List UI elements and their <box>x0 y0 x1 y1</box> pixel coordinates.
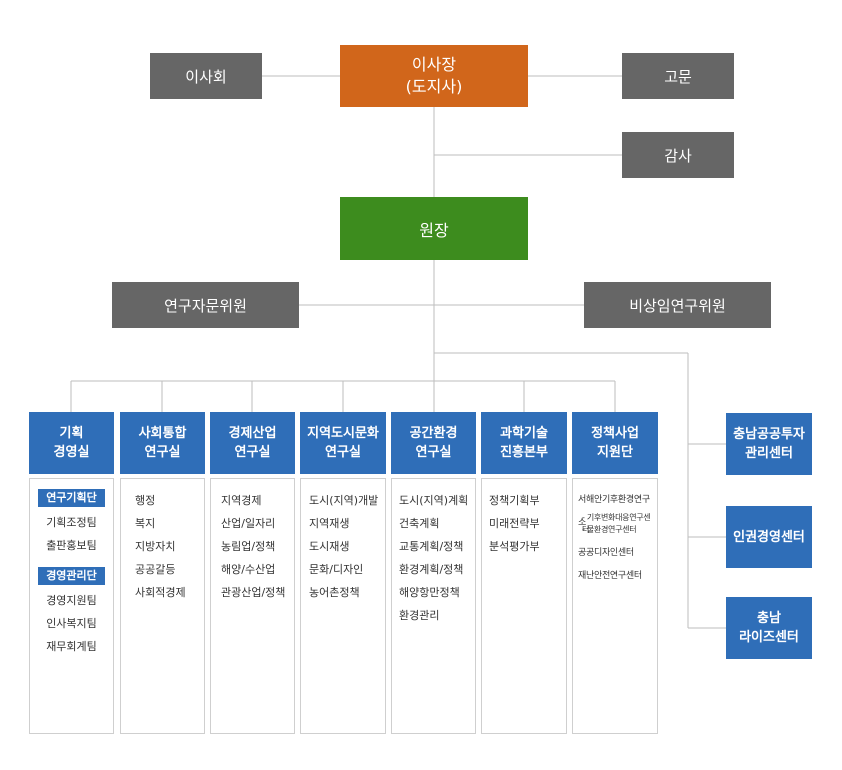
group-header: 연구기획단 <box>38 489 105 507</box>
division-social-box: 사회통합 연구실 <box>120 412 205 474</box>
division-policy-support-box: 정책사업 지원단 <box>572 412 658 474</box>
division-science-panel: 정책기획부 미래전략부 분석평가부 <box>481 478 567 734</box>
division-name-line1: 사회통합 <box>138 426 187 441</box>
topic-item: 공공갈등 <box>135 563 176 576</box>
research-advisory-box: 연구자문위원 <box>112 282 299 328</box>
audit-label: 감사 <box>664 146 692 165</box>
topic-item: 해양항만정책 <box>399 586 460 599</box>
division-social-panel: 행정 복지 지방자치 공공갈등 사회적경제 <box>120 478 205 734</box>
division-name-line2: 진흥본부 <box>500 445 548 460</box>
president-label: 원장 <box>419 220 449 240</box>
topic-item: 환경계획/정책 <box>399 563 464 576</box>
division-name-line1: 지역도시문화 <box>307 426 379 441</box>
board-label: 이사회 <box>185 67 227 86</box>
center-name-line1: 인권경영센터 <box>733 529 805 545</box>
team-item: 재무회계팀 <box>46 640 97 653</box>
center-name-line2: 관리센터 <box>745 446 793 461</box>
team-item: 출판홍보팀 <box>46 539 97 552</box>
topic-item: 공공디자인센터 <box>578 548 634 558</box>
division-name-line2: 연구실 <box>144 445 181 460</box>
advisor-label: 고문 <box>664 67 692 86</box>
center-name-line1: 충남공공투자 <box>733 427 805 442</box>
topic-list: 행정 복지 지방자치 공공갈등 사회적경제 <box>121 479 204 604</box>
nonstanding-researcher-label: 비상임연구위원 <box>629 296 726 315</box>
topic-subitem: - 기후변화대응연구센터 <box>582 513 651 534</box>
topic-item: 관광산업/정책 <box>221 586 286 599</box>
group-header: 경영관리단 <box>38 567 105 585</box>
topic-item: 지방자치 <box>135 540 176 553</box>
division-spatial-env-panel: 도시(지역)계획 건축계획 교통계획/정책 환경계획/정책 해양항만정책 환경관… <box>391 478 476 734</box>
topic-list: 정책기획부 미래전략부 분석평가부 <box>482 479 566 558</box>
topic-item: 건축계획 <box>399 517 440 530</box>
team-list: 기획조정팀 출판홍보팀 <box>30 511 113 557</box>
topic-list: 도시(지역)개발 지역재생 도시재생 문화/디자인 농어촌정책 <box>301 479 385 604</box>
topic-item: 분석평가부 <box>489 540 540 553</box>
topic-list: 도시(지역)계획 건축계획 교통계획/정책 환경계획/정책 해양항만정책 환경관… <box>392 479 475 627</box>
division-name-line1: 과학기술 <box>500 426 548 441</box>
topic-item: 교통계획/정책 <box>399 540 464 553</box>
topic-item: 농림업/정책 <box>221 540 276 553</box>
division-name-line1: 경제산업 <box>228 426 277 441</box>
center-human-rights-box: 인권경영센터 <box>726 506 812 568</box>
division-name-line2: 연구실 <box>234 445 271 460</box>
division-urban-culture-box: 지역도시문화 연구실 <box>300 412 386 474</box>
topic-item: 서해안기후환경연구소 <box>578 495 650 528</box>
division-name-line1: 기획 <box>59 426 84 441</box>
topic-item: 환경관리 <box>399 609 440 622</box>
division-urban-culture-panel: 도시(지역)개발 지역재생 도시재생 문화/디자인 농어촌정책 <box>300 478 386 734</box>
center-public-investment-box: 충남공공투자 관리센터 <box>726 413 812 475</box>
topic-item: 해양/수산업 <box>221 563 276 576</box>
topic-item: 재난안전연구센터 <box>578 571 642 581</box>
nonstanding-researcher-box: 비상임연구위원 <box>584 282 771 328</box>
division-economy-panel: 지역경제 산업/일자리 농림업/정책 해양/수산업 관광산업/정책 <box>210 478 295 734</box>
topic-item: 농어촌정책 <box>309 586 360 599</box>
division-name-line2: 연구실 <box>325 445 361 460</box>
topic-item: 도시(지역)계획 <box>399 494 469 507</box>
team-item: 기획조정팀 <box>46 516 97 529</box>
topic-item: 도시(지역)개발 <box>309 494 379 507</box>
advisor-box: 고문 <box>622 53 734 99</box>
topic-item: 지역경제 <box>221 494 262 507</box>
division-name-line1: 공간환경 <box>409 426 458 441</box>
topic-list: 서해안기후환경연구소 - 기후변화대응연구센터 - 물환경연구센터 공공디자인센… <box>573 479 657 588</box>
division-planning-box: 기획 경영실 <box>29 412 114 474</box>
division-economy-box: 경제산업 연구실 <box>210 412 295 474</box>
topic-item: 복지 <box>135 517 156 530</box>
president-box: 원장 <box>340 197 528 260</box>
topic-item: 지역재생 <box>309 517 350 530</box>
division-planning-panel: 연구기획단 기획조정팀 출판홍보팀 경영관리단 경영지원팀 인사복지팀 재무회계… <box>29 478 114 734</box>
topic-list: 지역경제 산업/일자리 농림업/정책 해양/수산업 관광산업/정책 <box>211 479 294 604</box>
chairman-box: 이사장 (도지사) <box>340 45 528 107</box>
team-item: 인사복지팀 <box>46 617 97 630</box>
center-name-line2: 라이즈센터 <box>739 630 799 645</box>
division-name-line2: 지원단 <box>597 445 633 460</box>
division-name-line2: 경영실 <box>53 445 90 460</box>
center-name-line1: 충남 <box>757 611 781 626</box>
research-advisory-label: 연구자문위원 <box>164 296 247 315</box>
topic-item: 사회적경제 <box>135 586 186 599</box>
board-box: 이사회 <box>150 53 262 99</box>
division-name-line1: 정책사업 <box>591 426 639 441</box>
division-spatial-env-box: 공간환경 연구실 <box>391 412 476 474</box>
topic-item: 산업/일자리 <box>221 517 276 530</box>
topic-subitem: - 물환경연구센터 <box>582 525 637 534</box>
topic-item: 행정 <box>135 494 156 507</box>
center-rise-box: 충남 라이즈센터 <box>726 597 812 659</box>
team-item: 경영지원팀 <box>46 594 97 607</box>
chairman-label-line2: (도지사) <box>405 77 463 96</box>
topic-item: 미래전략부 <box>489 517 540 530</box>
chairman-label-line1: 이사장 <box>411 55 457 74</box>
audit-box: 감사 <box>622 132 734 178</box>
division-science-box: 과학기술 진흥본부 <box>481 412 567 474</box>
division-name-line2: 연구실 <box>415 445 452 460</box>
topic-item: 도시재생 <box>309 540 350 553</box>
team-list: 경영지원팀 인사복지팀 재무회계팀 <box>30 589 113 658</box>
topic-item: 정책기획부 <box>489 494 540 507</box>
topic-item: 문화/디자인 <box>309 563 364 576</box>
division-policy-support-panel: 서해안기후환경연구소 - 기후변화대응연구센터 - 물환경연구센터 공공디자인센… <box>572 478 658 734</box>
